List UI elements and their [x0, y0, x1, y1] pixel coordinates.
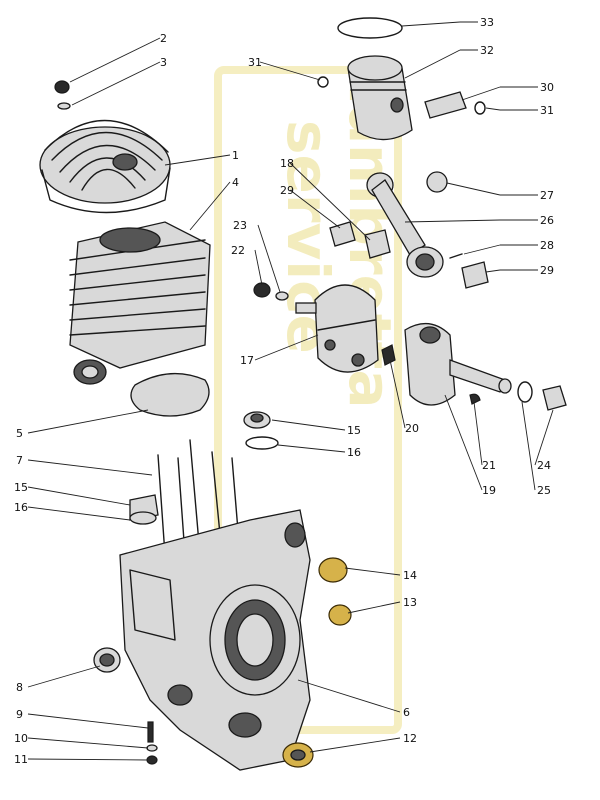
bearing-right [328, 604, 352, 626]
label-3: 3 [160, 56, 167, 69]
label-30: 30 [540, 81, 554, 94]
woodruff-key [469, 393, 481, 405]
label-18: 18 [280, 157, 294, 170]
small-washer [146, 744, 158, 752]
crank-nut [253, 282, 271, 298]
label-14: 14 [403, 569, 417, 582]
label-25: 25 [537, 484, 551, 497]
gasket [130, 372, 210, 417]
crankcase [119, 439, 311, 771]
label-1: 1 [232, 149, 239, 162]
label-12: 12 [403, 732, 417, 745]
seal-left [129, 511, 157, 525]
crank-web [295, 284, 379, 373]
dowel-pin [147, 721, 154, 743]
label-10: 10 [14, 732, 28, 745]
shim-left [329, 221, 356, 247]
crank-pin [381, 344, 396, 366]
circlip-left [317, 76, 329, 88]
label-19: 19 [482, 484, 496, 497]
label-8: 8 [16, 681, 23, 694]
key [449, 253, 463, 259]
connecting-rod [366, 172, 444, 278]
gudgeon-pin [424, 91, 467, 119]
label-15-left: 15 [14, 481, 28, 494]
label-9: 9 [16, 708, 23, 721]
label-5: 5 [16, 427, 23, 440]
piston-ring [337, 17, 403, 39]
part-number-labels: 2 3 1 4 5 7 15 16 8 9 10 11 6 12 13 14 1… [14, 16, 554, 766]
bearing-plug-upper [318, 557, 348, 583]
washer [57, 102, 71, 110]
cylinder-head [39, 80, 171, 214]
label-31-right: 31 [540, 104, 554, 117]
crankshaft [404, 323, 512, 406]
small-nut [146, 755, 158, 765]
label-15-center: 15 [347, 424, 361, 437]
piston [347, 55, 413, 141]
label-4: 4 [232, 176, 239, 189]
shim-right [461, 261, 489, 289]
label-31-left: 31 [248, 56, 262, 69]
cylinder-barrel [69, 221, 211, 385]
flywheel-nut [542, 385, 567, 411]
label-16-center: 16 [347, 446, 361, 459]
label-27: 27 [540, 189, 554, 202]
shim-center [245, 436, 279, 450]
label-16-left: 16 [14, 501, 28, 514]
label-33: 33 [480, 16, 494, 29]
label-28: 28 [540, 239, 554, 252]
watermark-frame [214, 66, 402, 734]
label-21: 21 [482, 459, 496, 472]
leader-lines [27, 21, 554, 761]
label-23: 23 [233, 219, 247, 232]
label-29-right: 29 [540, 264, 554, 277]
big-end-bearing [364, 229, 391, 259]
flywheel-washer [517, 381, 533, 403]
label-ticks [460, 21, 538, 271]
label-13: 13 [403, 596, 417, 609]
label-7: 7 [16, 454, 23, 467]
label-32: 32 [480, 44, 494, 57]
label-26: 26 [540, 214, 554, 227]
label-24: 24 [537, 459, 551, 472]
circlip-right [474, 101, 486, 115]
label-20: 20 [405, 422, 419, 435]
label-11: 11 [14, 753, 28, 766]
label-29-left: 29 [280, 184, 294, 197]
label-2: 2 [160, 32, 167, 45]
label-6: 6 [403, 706, 410, 719]
label-22: 22 [231, 244, 245, 257]
nut [54, 80, 70, 94]
label-17: 17 [240, 354, 254, 367]
crank-washer [275, 291, 289, 301]
small-end-bearing [426, 171, 448, 193]
